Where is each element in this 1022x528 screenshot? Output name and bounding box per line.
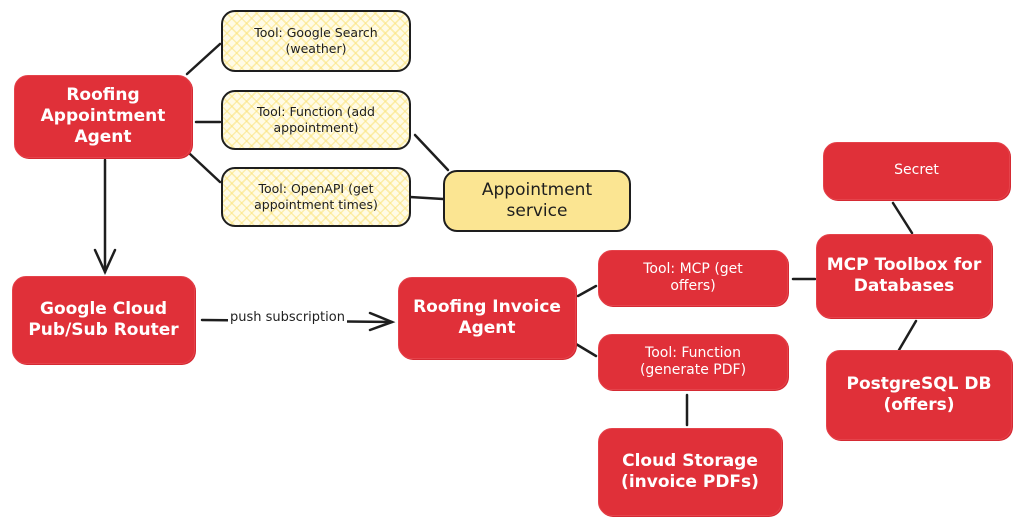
node-postgresql-db[interactable]: PostgreSQL DB (offers) xyxy=(826,350,1012,440)
node-label: Tool: MCP (get offers) xyxy=(643,260,743,295)
edge-secret-to-toolbox xyxy=(891,201,914,235)
edge-appointment-agent-to-openapi xyxy=(188,152,222,184)
node-tool-function-generate-pdf[interactable]: Tool: Function (generate PDF) xyxy=(598,334,788,390)
node-label: Roofing Appointment Agent xyxy=(40,84,166,148)
node-label: Tool: Google Search (weather) xyxy=(254,25,378,56)
node-tool-openapi[interactable]: Tool: OpenAPI (get appointment times) xyxy=(221,167,411,227)
node-pubsub-router[interactable]: Google Cloud Pub/Sub Router xyxy=(12,276,195,364)
node-label: MCP Toolbox for Databases xyxy=(826,254,982,296)
node-roofing-invoice-agent[interactable]: Roofing Invoice Agent xyxy=(398,277,576,359)
node-roofing-appointment-agent[interactable]: Roofing Appointment Agent xyxy=(14,75,192,158)
edge-toolbox-to-postgresql xyxy=(897,319,918,352)
node-appointment-service[interactable]: Appointment service xyxy=(443,170,631,232)
edge-invoice-agent-to-mcp xyxy=(576,284,598,298)
node-label: Google Cloud Pub/Sub Router xyxy=(28,298,179,340)
node-label: Appointment service xyxy=(481,179,593,221)
node-tool-mcp[interactable]: Tool: MCP (get offers) xyxy=(598,250,788,306)
node-tool-google-search[interactable]: Tool: Google Search (weather) xyxy=(221,10,411,72)
arrowhead-invoice-agent xyxy=(368,311,396,332)
node-label: Tool: Function (add appointment) xyxy=(256,104,375,135)
node-label: Secret xyxy=(894,162,939,179)
node-label: Tool: OpenAPI (get appointment times) xyxy=(254,181,378,212)
edge-invoice-agent-to-function-pdf xyxy=(574,342,598,358)
arrowhead-pubsub xyxy=(93,248,117,276)
node-cloud-storage[interactable]: Cloud Storage (invoice PDFs) xyxy=(598,428,782,516)
node-label: Tool: Function (generate PDF) xyxy=(639,344,747,379)
node-label: Cloud Storage (invoice PDFs) xyxy=(621,450,759,492)
edge-appointment-agent-to-google-search xyxy=(185,42,222,76)
node-tool-function-add-appointment[interactable]: Tool: Function (add appointment) xyxy=(221,90,411,150)
edge-openapi-to-appointment-service xyxy=(408,195,445,201)
node-label: Roofing Invoice Agent xyxy=(413,296,561,338)
edge-function-add-to-appointment-service xyxy=(413,133,450,172)
node-mcp-toolbox[interactable]: MCP Toolbox for Databases xyxy=(816,234,992,318)
edge-label-push-subscription: push subscription xyxy=(228,310,347,325)
node-secret[interactable]: Secret xyxy=(823,142,1010,200)
node-label: PostgreSQL DB (offers) xyxy=(846,373,992,415)
